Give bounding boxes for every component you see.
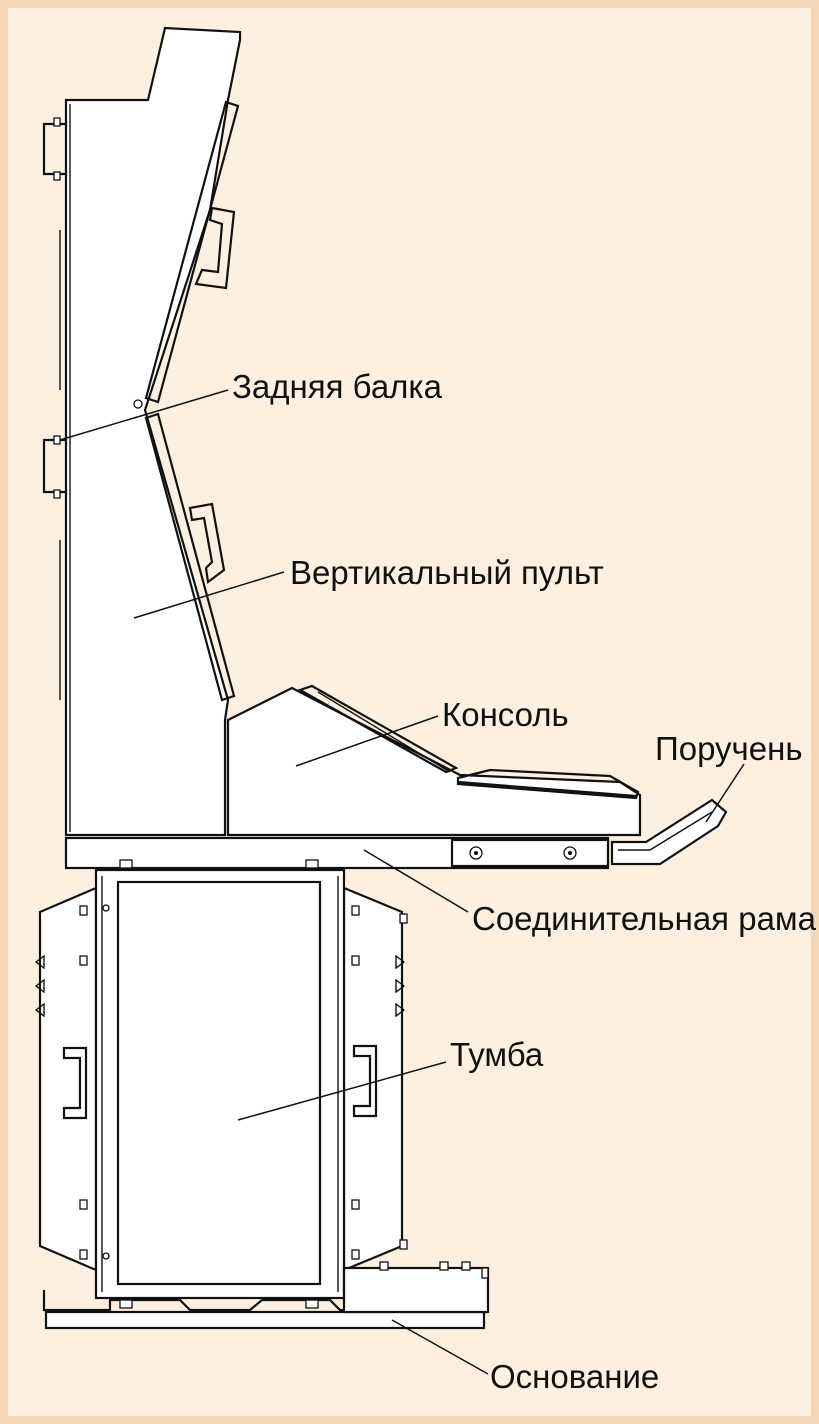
label-console: Консоль: [442, 696, 569, 733]
handrail: [610, 798, 728, 866]
label-vertical-console: Вертикальный пульт: [290, 554, 604, 591]
vertical-console-body: [42, 26, 242, 837]
label-rear-beam: Задняя балка: [232, 368, 443, 405]
cabinet: [34, 868, 408, 1300]
leader-lines: [59, 389, 745, 1375]
label-connecting-frame: Соединительная рама: [472, 900, 817, 937]
leader-handrail: [705, 763, 745, 823]
callout-labels: Задняя балка Вертикальный пульт Консоль …: [232, 368, 817, 1395]
console-body: [226, 684, 642, 837]
leader-base: [391, 1319, 489, 1375]
label-base: Основание: [490, 1358, 659, 1395]
label-handrail: Поручень: [655, 730, 803, 767]
leader-connecting-frame: [363, 849, 469, 913]
label-cabinet: Тумба: [450, 1036, 544, 1073]
leader-cabinet: [237, 1061, 447, 1121]
leader-console: [295, 715, 439, 767]
connecting-frame: [64, 836, 610, 870]
leader-rear-beam: [59, 389, 229, 441]
base: [42, 1261, 490, 1330]
leader-vertical-console: [133, 571, 285, 619]
